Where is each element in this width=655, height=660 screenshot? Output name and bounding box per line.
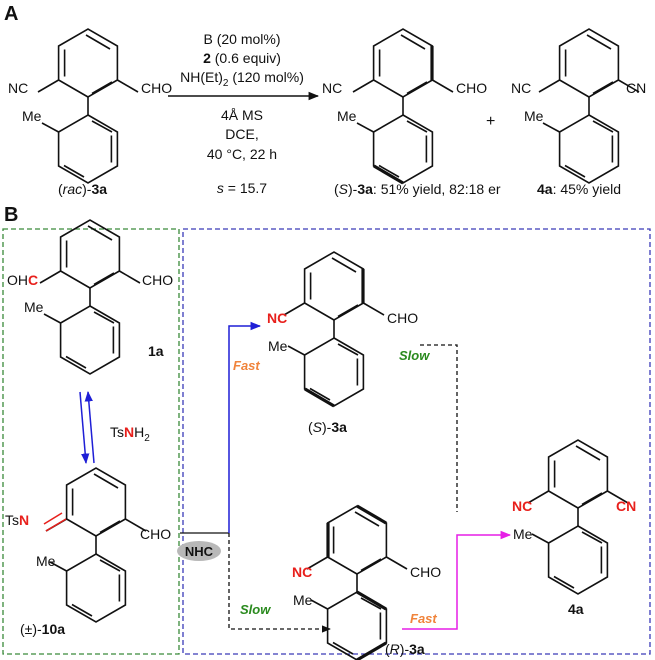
cond-line-6: 40 °C, 22 h <box>207 146 277 162</box>
s3a-b-structure <box>283 251 385 407</box>
imine-cn-bond <box>45 518 67 532</box>
nhc-catalyst-oval <box>177 541 221 561</box>
r3a-b-bold-bond-2 <box>356 504 387 525</box>
imine-me-label: Me <box>36 553 56 569</box>
substrate-structure <box>37 28 139 184</box>
dinitrile-4a-b-structure <box>527 439 629 595</box>
cond-line-3: NH(Et)2 (120 mol%) <box>180 69 304 89</box>
s3a-b-bold-bond-lower <box>304 387 335 408</box>
dinitrile-b-nc-label: NC <box>512 498 532 514</box>
aldehyde-me-label: Me <box>24 299 44 315</box>
fast-arrow-r3a-to-4a <box>402 530 512 630</box>
imine-10a-structure <box>45 467 147 623</box>
product-name: (S)-3a: 51% yield, 82:18 er <box>334 181 501 197</box>
byproduct-nc-label: NC <box>511 80 531 96</box>
left-dashed-box <box>2 228 180 655</box>
byproduct-me-label: Me <box>524 108 544 124</box>
dinitrile-b-name: 4a <box>568 601 584 617</box>
byproduct-name: 4a: 45% yield <box>537 181 621 197</box>
plus-sign: + <box>486 113 495 130</box>
substrate-name: (rac)-3a <box>58 181 107 197</box>
aldehyde-name: 1a <box>148 343 164 359</box>
substrate-nc-label: NC <box>8 80 28 96</box>
r3a-b-bold-bond-lower <box>356 590 387 611</box>
cond-line-2: 2 (0.6 equiv) <box>203 50 281 66</box>
fast-arrow-to-s3a <box>228 321 262 533</box>
panel-a-label: A <box>4 3 18 25</box>
product-me-label: Me <box>337 108 357 124</box>
r3a-b-me-label: Me <box>293 592 313 608</box>
product-cho-label: CHO <box>456 80 487 96</box>
r3a-b-nc-label: NC <box>292 564 312 580</box>
dinitrile-b-cn-label: CN <box>616 498 636 514</box>
imine-cho-label: CHO <box>140 526 171 542</box>
slow-label-1: Slow <box>399 348 430 363</box>
equilibrium-arrow-down <box>79 391 90 465</box>
dinitrile-b-me-label: Me <box>513 526 533 542</box>
substrate-me-label: Me <box>22 108 42 124</box>
s3a-b-nc-label: NC <box>267 310 287 326</box>
r3a-b-bold-bond-lower-2 <box>356 641 387 660</box>
product-s3a-structure <box>352 28 454 184</box>
cond-line-7: s = 15.7 <box>217 180 267 196</box>
slow-arrow-s3a-to-4a <box>420 344 458 512</box>
tsnh2-reagent: TsNH2 <box>110 424 150 444</box>
aldehyde-ohc-label: OHC <box>7 272 38 288</box>
byproduct-cn-label: CN <box>626 80 646 96</box>
aldehyde-cho-label: CHO <box>142 272 173 288</box>
r3a-b-cho-label: CHO <box>410 564 441 580</box>
s3a-b-cho-label: CHO <box>387 310 418 326</box>
cond-line-4: 4Å MS <box>221 107 263 123</box>
right-dashed-box <box>182 228 651 655</box>
substrate-cho-label: CHO <box>141 80 172 96</box>
panel-b-label: B <box>4 204 18 226</box>
slow-label-2: Slow <box>240 602 271 617</box>
r3a-b-structure <box>306 505 408 660</box>
nhc-catalyst-label: NHC <box>185 544 214 559</box>
slow-arrow-to-r3a <box>228 533 331 633</box>
imine-name: (±)-10a <box>20 621 65 637</box>
product-nc-label: NC <box>322 80 342 96</box>
imine-cn-bond-2 <box>43 512 63 525</box>
byproduct-4a-structure <box>538 28 640 184</box>
aldehyde-1a-structure <box>39 219 141 375</box>
equilibrium-arrow-up <box>84 390 95 464</box>
s3a-b-me-label: Me <box>268 338 288 354</box>
s3a-b-name: (S)-3a <box>308 419 347 435</box>
imine-tsn-label: TsN <box>5 512 29 528</box>
cond-line-5: DCE, <box>225 126 258 142</box>
s3a-bold-bond-lower <box>373 164 404 185</box>
cond-line-1: B (20 mol%) <box>203 31 280 47</box>
fast-label-2: Fast <box>410 611 437 626</box>
r3a-b-name: (R)-3a <box>385 641 425 657</box>
fast-label-1: Fast <box>233 358 260 373</box>
